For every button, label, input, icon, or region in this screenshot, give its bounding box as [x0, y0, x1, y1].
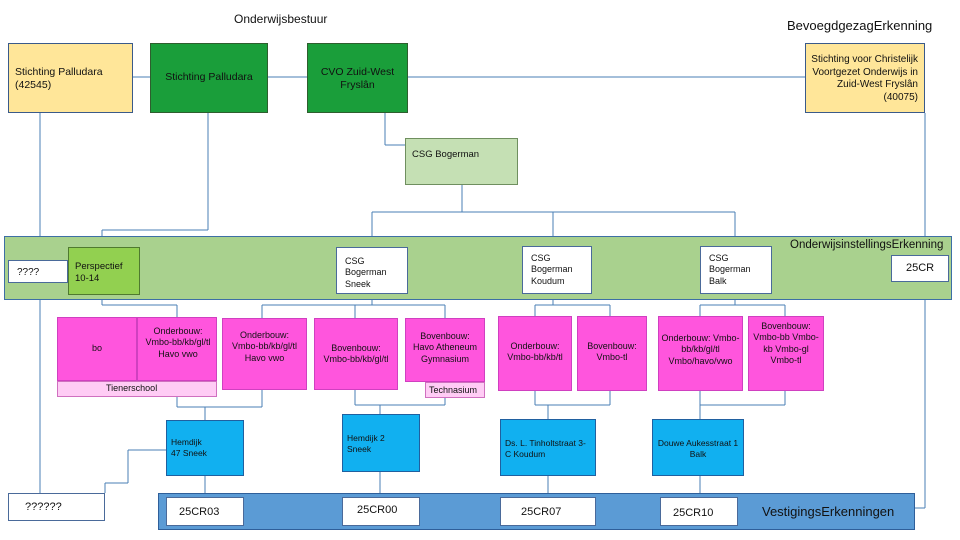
onderbouw-sneek-box: Onderbouw: Vmbo-bb/kb/gl/tl Havo vwo [222, 318, 307, 390]
stichting-christelijk-box: Stichting voor Christelijk Voortgezet On… [805, 43, 925, 113]
onderbouw-koudum-box: Onderbouw: Vmbo-bb/kb/tl [498, 316, 572, 391]
onderwijsinstellings-label: OnderwijsinstellingsErkenning [790, 239, 944, 251]
vestiging-25cr10-box: 25CR10 [660, 497, 738, 526]
csg-bogerman-sneek-box: CSG Bogerman Sneek [336, 247, 408, 294]
bovenbouw-havo-sneek-box: Bovenbouw: Havo Atheneum Gymnasium [405, 318, 485, 382]
onderwijsbestuur-label: Onderwijsbestuur [234, 12, 328, 26]
onderbouw-tienerschool-box: Onderbouw: Vmbo-bb/kb/gl/tl Havo vwo [137, 317, 217, 381]
tienerschool-box: Tienerschool [57, 381, 217, 397]
bovenbouw-koudum-box: Bovenbouw: Vmbo-tl [577, 316, 647, 391]
tinholtstraat-box: Ds. L. Tinholtstraat 3-C Koudum [500, 419, 596, 476]
vestigings-label: VestigingsErkenningen [762, 504, 895, 519]
csg-bogerman-balk-box: CSG Bogerman Balk [700, 246, 772, 294]
unknown-vestiging-box: ?????? [8, 493, 105, 521]
stichting-palludara-id-box: Stichting Palludara (42545) [8, 43, 133, 113]
bo-box: bo [57, 317, 137, 381]
csg-bogerman-koudum-box: CSG Bogerman Koudum [522, 246, 592, 294]
instellings-band [4, 236, 952, 300]
vestiging-25cr03-box: 25CR03 [166, 497, 244, 526]
unknown-instelling-box: ???? [8, 260, 68, 283]
hemdijk-2-box: Hemdijk 2 Sneek [342, 414, 420, 472]
vestiging-25cr00-box: 25CR00 [342, 497, 420, 526]
instelling-code-box: 25CR [891, 255, 949, 282]
bovenbouw-balk-box: Bovenbouw: Vmbo-bb Vmbo-kb Vmbo-gl Vmbo-… [748, 316, 824, 391]
technasium-box: Technasium [425, 382, 485, 398]
bevoegdgezag-label: BevoegdgezagErkenning [787, 18, 933, 33]
stichting-palludara-box: Stichting Palludara [150, 43, 268, 113]
csg-bogerman-box: CSG Bogerman [405, 138, 518, 185]
cvo-box: CVO Zuid-West Fryslân [307, 43, 408, 113]
hemdijk-47-box: Hemdijk 47 Sneek [166, 420, 244, 476]
vestiging-25cr07-box: 25CR07 [500, 497, 596, 526]
bovenbouw-vmbo-sneek-box: Bovenbouw: Vmbo-bb/kb/gl/tl [314, 318, 398, 390]
douwe-aukesstraat-box: Douwe Aukesstraat 1 Balk [652, 419, 744, 476]
perspectief-box: Perspectief 10-14 [68, 247, 140, 295]
onderbouw-balk-box: Onderbouw: Vmbo-bb/kb/gl/tl Vmbo/havo/vw… [658, 316, 743, 391]
